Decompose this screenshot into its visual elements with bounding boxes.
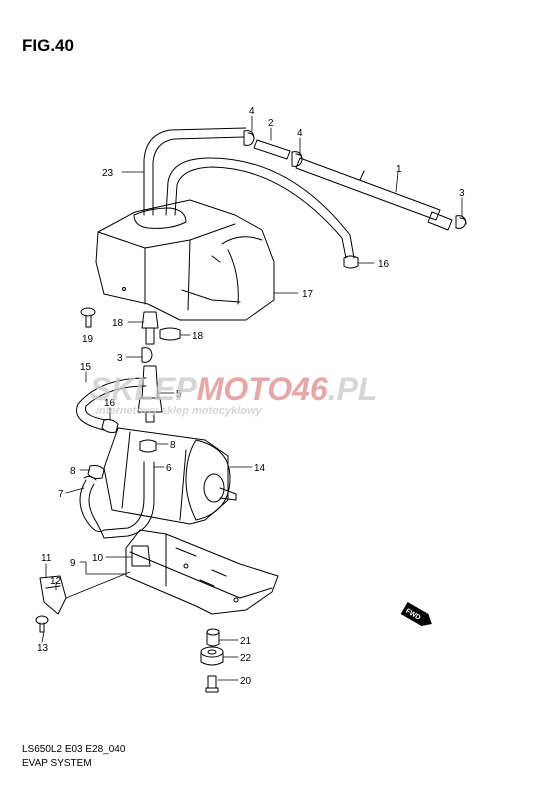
callout-17: 17 xyxy=(302,289,314,300)
figure-code: LS650L2 E03 E28_040 xyxy=(22,744,126,755)
callout-8-upper: 8 xyxy=(170,440,176,451)
bracket-part-9 xyxy=(125,529,279,615)
callout-18-right: 18 xyxy=(192,331,204,342)
watermark-text-b: MOTO xyxy=(197,371,293,407)
callout-15: 15 xyxy=(80,362,92,373)
grommet-part-18-right xyxy=(159,327,181,341)
collar-part-21 xyxy=(206,628,220,647)
callout-7: 7 xyxy=(58,489,64,500)
clip-part-12 xyxy=(39,575,67,615)
callout-20: 20 xyxy=(240,676,252,687)
watermark-text-c: 46 xyxy=(291,371,328,407)
callout-numbers: 1 2 3 3 4 4 5 6 7 8 8 9 10 11 12 13 14 1… xyxy=(37,106,465,687)
callout-19: 19 xyxy=(82,334,94,345)
callout-3-upper: 3 xyxy=(459,188,465,199)
clamp-part-3-lower xyxy=(141,347,153,363)
valve-part-5 xyxy=(137,365,163,423)
watermark: SKLEPMOTO46.PL internetowy sklep motocyk… xyxy=(90,371,377,417)
hose-part-6 xyxy=(103,461,155,539)
callout-22: 22 xyxy=(240,653,252,664)
figure-title: FIG.40 xyxy=(22,36,74,55)
fwd-arrow-icon: FWD xyxy=(400,601,432,627)
callout-4-right: 4 xyxy=(297,128,303,139)
watermark-text-d: .PL xyxy=(328,371,378,407)
clamp-part-4-left xyxy=(243,130,255,146)
callout-4-left: 4 xyxy=(249,106,255,117)
callout-2: 2 xyxy=(268,118,274,129)
hose-part-7 xyxy=(79,475,105,539)
callout-8-lower: 8 xyxy=(70,466,76,477)
callout-5: 5 xyxy=(176,389,182,400)
callout-10: 10 xyxy=(92,553,104,564)
clamp-part-8-upper xyxy=(139,439,157,453)
hose-part-15 xyxy=(76,377,147,431)
fitting-part-18-left xyxy=(141,311,159,345)
damper-part-10 xyxy=(131,545,151,567)
callout-16-upper: 16 xyxy=(378,259,390,270)
system-name: EVAP SYSTEM xyxy=(22,758,92,769)
hose-part-23 xyxy=(143,127,355,259)
canister-part-14 xyxy=(103,427,237,525)
clamp-part-16-lower xyxy=(101,419,119,433)
watermark-subtitle: internetowy sklep motocyklowy xyxy=(96,405,263,417)
callout-13: 13 xyxy=(37,643,49,654)
hose-part-2 xyxy=(253,139,291,160)
callout-14: 14 xyxy=(254,463,266,474)
callout-12: 12 xyxy=(50,576,62,587)
callout-11: 11 xyxy=(41,553,52,564)
leader-lines xyxy=(41,115,463,681)
callout-3-lower: 3 xyxy=(117,353,123,364)
bolt-part-19 xyxy=(80,307,96,328)
callout-6: 6 xyxy=(166,463,172,474)
clamp-part-3-upper xyxy=(455,215,467,229)
callout-9: 9 xyxy=(70,558,76,569)
watermark-text-a: SKLEP xyxy=(90,371,197,407)
callout-1: 1 xyxy=(396,164,402,175)
bolt-part-20 xyxy=(205,675,219,693)
tank-part-17 xyxy=(95,199,275,321)
grommet-part-22 xyxy=(200,646,224,666)
callout-23: 23 xyxy=(102,168,114,179)
callout-18-left: 18 xyxy=(112,318,124,329)
svg-text:SKLEPMOTO46.PL: SKLEPMOTO46.PL xyxy=(90,371,377,407)
hose-part-1 xyxy=(295,157,453,231)
clamp-part-16-upper xyxy=(343,255,359,269)
callout-16-lower: 16 xyxy=(104,398,116,409)
callout-21: 21 xyxy=(240,636,252,647)
clamp-part-4-right xyxy=(291,151,303,167)
screw-part-13 xyxy=(35,615,49,633)
